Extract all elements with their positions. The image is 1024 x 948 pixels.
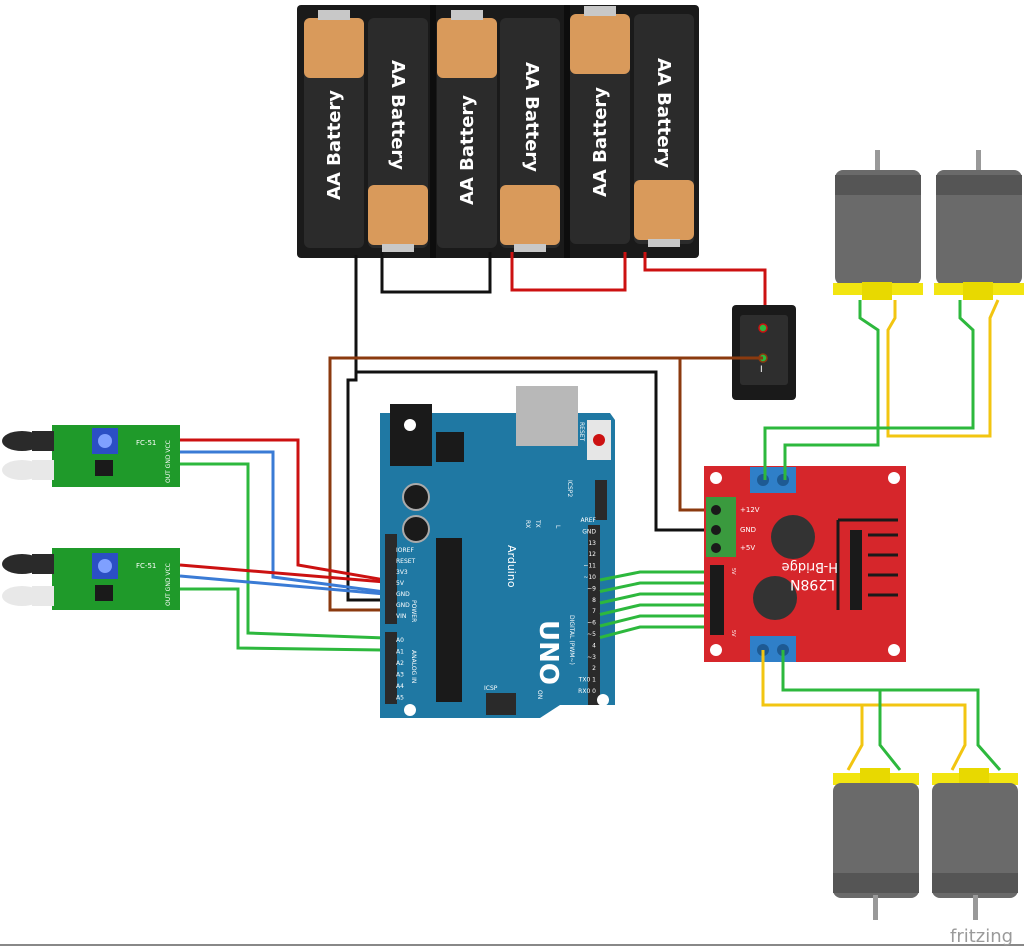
pin-label: A3 (396, 672, 404, 679)
pin-label: RX0 0 (578, 688, 596, 695)
pin-label: ~5 (587, 631, 596, 638)
digital-wire (599, 603, 716, 616)
switch-label: I (760, 365, 763, 375)
pin-label: ~3 (587, 654, 596, 661)
battery-label: AA Battery (387, 60, 408, 170)
pin-label: GND (396, 591, 410, 598)
pin-label: 2 (592, 665, 596, 672)
arduino-name: Arduino (505, 545, 518, 588)
heatsink (836, 518, 898, 610)
power-switch[interactable]: I (732, 305, 796, 400)
pin-label: A1 (396, 649, 404, 656)
pin-label: 12 (588, 551, 596, 558)
motor-top-left (833, 150, 923, 300)
digital-wire (599, 614, 716, 628)
pin-label: TX0 1 (578, 677, 597, 684)
analog-label: ANALOG IN (410, 650, 417, 683)
pin-label: RESET (396, 558, 416, 565)
motor-bottom-left (833, 768, 919, 920)
pin-label: 13 (588, 540, 596, 547)
pin-label: A2 (396, 660, 404, 667)
pin-label: AREF (580, 517, 596, 524)
l298n-driver: L298N H-Bridge +12V GND +5V 5V 5V (704, 466, 906, 662)
power-pin-labels: IOREF RESET 3V3 5V GND GND VIN (396, 547, 416, 620)
battery-label: AA Battery (521, 62, 542, 172)
arduino-model: UNO (533, 620, 563, 685)
battery-cell: AA Battery (304, 10, 364, 248)
pin-label: ~10 (583, 574, 596, 581)
sensor-model: FC-51 (136, 562, 156, 570)
pin-label: GND (582, 528, 596, 535)
arduino-uno: Arduino UNO RESET ICSP2 ICSP ON TX RX L … (380, 386, 615, 718)
sensor-wires (179, 438, 386, 652)
pin-label: IOREF (396, 547, 414, 554)
fritzing-logo: fritzing (950, 926, 1013, 947)
rx-label: RX (524, 520, 531, 528)
pin-label: ~11 (583, 563, 596, 570)
pin-label: 5V (396, 580, 405, 587)
ir-sensor-1: FC-51 OUT GND VCC (2, 425, 180, 487)
digital-wire (599, 570, 716, 582)
digital-wire (599, 625, 716, 639)
pin-label: ~6 (587, 620, 596, 627)
l-label: L (554, 525, 561, 529)
battery-label: AA Battery (653, 58, 674, 168)
tx-label: TX (534, 519, 541, 528)
sensor-pins: OUT GND VCC (165, 563, 172, 606)
driver-subtitle: H-Bridge (782, 559, 838, 574)
battery-label: AA Battery (457, 95, 478, 205)
motor-bottom-right (932, 768, 1018, 920)
driver-pin-12v: +12V (740, 506, 760, 514)
driver-en-a: 5V (730, 568, 736, 575)
pin-label: ~9 (587, 585, 596, 592)
pin-label: A4 (396, 683, 404, 690)
battery-label: AA Battery (324, 90, 345, 200)
digital-label: DIGITAL (PWM~) (568, 615, 575, 665)
sensor-pins: OUT GND VCC (165, 440, 172, 483)
battery-cell: AA Battery (634, 14, 694, 247)
on-label: ON (536, 690, 543, 699)
pin-label: 4 (592, 642, 596, 649)
pin-label: GND (396, 602, 410, 609)
battery-pack: AA Battery AA Battery AA Battery AA Batt… (297, 5, 699, 258)
ir-sensor-2: FC-51 OUT GND VCC (2, 548, 180, 610)
pin-label: 7 (592, 608, 596, 615)
battery-cell: AA Battery (500, 18, 560, 252)
battery-cell: AA Battery (437, 10, 497, 248)
reset-label: RESET (578, 422, 585, 442)
battery-leads (346, 252, 767, 602)
power-label: POWER (410, 600, 417, 622)
digital-wire (599, 592, 716, 605)
icsp-label: ICSP (484, 685, 498, 692)
motor-wires (761, 299, 1002, 771)
driver-name: L298N (790, 576, 835, 592)
driver-pin-gnd: GND (740, 526, 756, 534)
driver-pin-5v: +5V (740, 544, 755, 552)
icsp2-label: ICSP2 (566, 480, 573, 497)
pin-label: 3V3 (396, 569, 408, 576)
sensor-model: FC-51 (136, 439, 156, 447)
pin-label: VIN (396, 613, 406, 620)
battery-cell: AA Battery (570, 6, 630, 244)
driver-en-b: 5V (730, 630, 736, 637)
pin-label: A0 (396, 637, 404, 644)
digital-wire (599, 581, 716, 593)
battery-cell: AA Battery (368, 18, 428, 252)
pin-label: 8 (592, 597, 596, 604)
digital-wires (599, 570, 716, 639)
pin-label: A5 (396, 695, 404, 702)
battery-label: AA Battery (590, 87, 611, 197)
motor-top-right (934, 150, 1024, 300)
